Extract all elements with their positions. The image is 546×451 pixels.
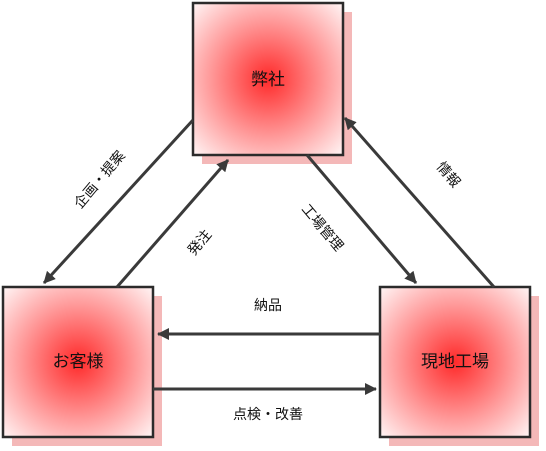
- node-company: 弊社: [191, 1, 352, 164]
- edge-label-planning-proposal: 企画・提案: [71, 147, 129, 212]
- node-company-box: [191, 1, 345, 157]
- node-customer-label: お客様: [53, 352, 104, 372]
- node-factory: 現地工場: [378, 285, 539, 446]
- node-customer: お客様: [1, 285, 162, 446]
- arrow-company-to-customer: [42, 118, 195, 285]
- node-company-label: 弊社: [251, 70, 285, 90]
- arrow-factory-to-company: [343, 117, 496, 288]
- edge-label-inspection-improvement: 点検・改善: [233, 407, 303, 423]
- node-factory-label: 現地工場: [421, 352, 489, 372]
- edge-label-delivery: 納品: [254, 298, 282, 314]
- edge-label-order: 発注: [185, 227, 215, 259]
- node-factory-box: [378, 285, 532, 439]
- node-customer-box: [1, 285, 155, 439]
- arrow-customer-to-company: [115, 159, 230, 288]
- edge-label-information: 情報: [433, 159, 463, 191]
- arrow-company-to-factory: [305, 154, 418, 284]
- edge-label-factory-management: 工場管理: [298, 201, 346, 254]
